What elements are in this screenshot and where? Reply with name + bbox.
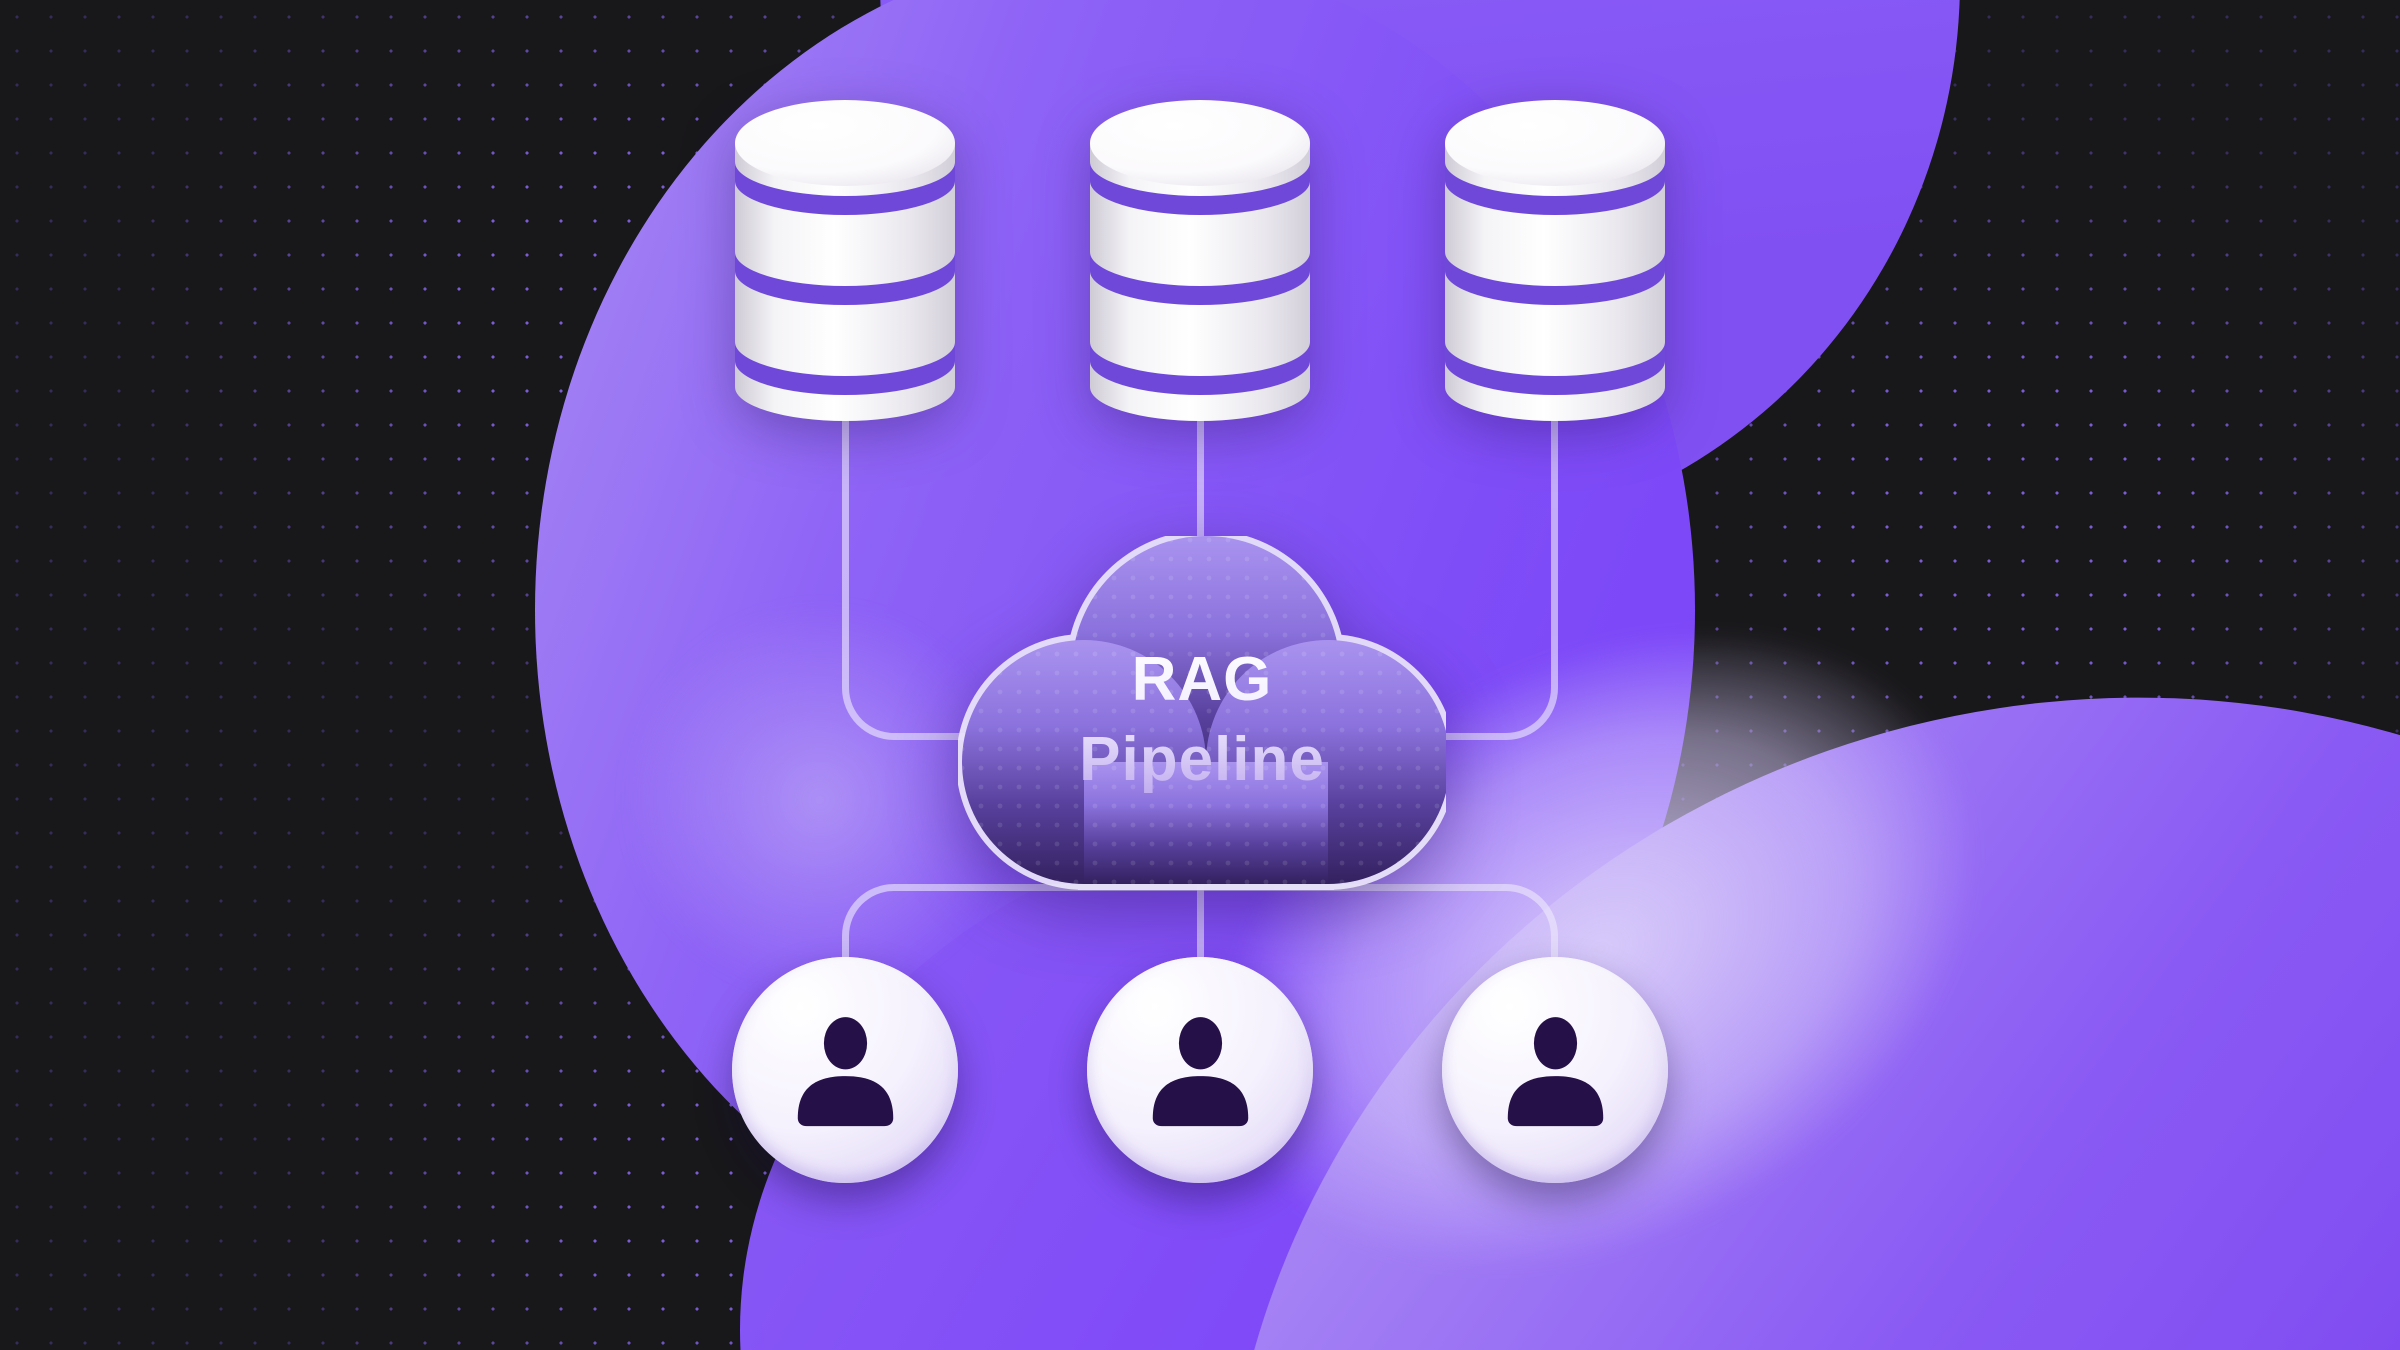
cloud-label-line1: RAG	[1131, 645, 1273, 714]
cloud-label: RAG Pipeline	[958, 640, 1446, 800]
database-icon-2	[1090, 100, 1310, 430]
user-avatar-1	[732, 957, 958, 1183]
person-icon	[783, 1008, 908, 1133]
user-avatar-3	[1442, 957, 1668, 1183]
connector-cloud-to-user2	[1197, 845, 1204, 963]
database-icon-3	[1445, 100, 1665, 430]
person-icon	[1493, 1008, 1618, 1133]
user-avatar-2	[1087, 957, 1313, 1183]
cloud-label-line2: Pipeline	[1079, 725, 1325, 794]
connector-db2-to-cloud	[1197, 418, 1204, 563]
person-icon	[1138, 1008, 1263, 1133]
cloud-icon	[956, 530, 1456, 892]
database-icon-1	[735, 100, 955, 430]
